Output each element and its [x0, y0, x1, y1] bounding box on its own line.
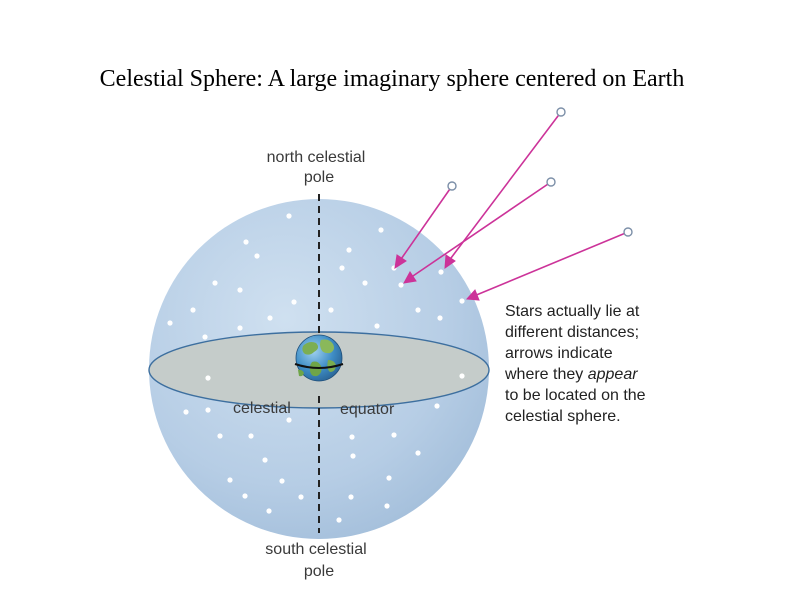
north-pole-label-line1: north celestial — [267, 149, 366, 166]
note-line-5: to be located on the — [505, 387, 646, 404]
stars-upper — [167, 213, 465, 340]
earth-globe — [294, 334, 344, 382]
equator-label-left: celestial — [233, 400, 291, 417]
equator-label-right: equator — [340, 401, 395, 418]
note-line-6: celestial sphere. — [505, 408, 621, 425]
note-line-3: arrows indicate — [505, 345, 613, 362]
south-pole-label-line2: pole — [304, 563, 334, 580]
north-pole-label-line2: pole — [304, 169, 334, 186]
note-line-4-emphasis: appear — [588, 366, 638, 383]
slide-title: Celestial Sphere: A large imaginary sphe… — [99, 66, 685, 92]
note-line-4: where they appear — [504, 366, 638, 383]
south-pole-label-line1: south celestial — [265, 541, 366, 558]
note-line-1: Stars actually lie at — [505, 303, 640, 320]
star-direction-arrows — [394, 107, 633, 301]
stars-explanation-note: Stars actually lie at different distance… — [504, 303, 646, 425]
note-line-2: different distances; — [505, 324, 639, 341]
stars-lower — [183, 373, 465, 523]
note-line-4-prefix: where they — [504, 366, 588, 383]
